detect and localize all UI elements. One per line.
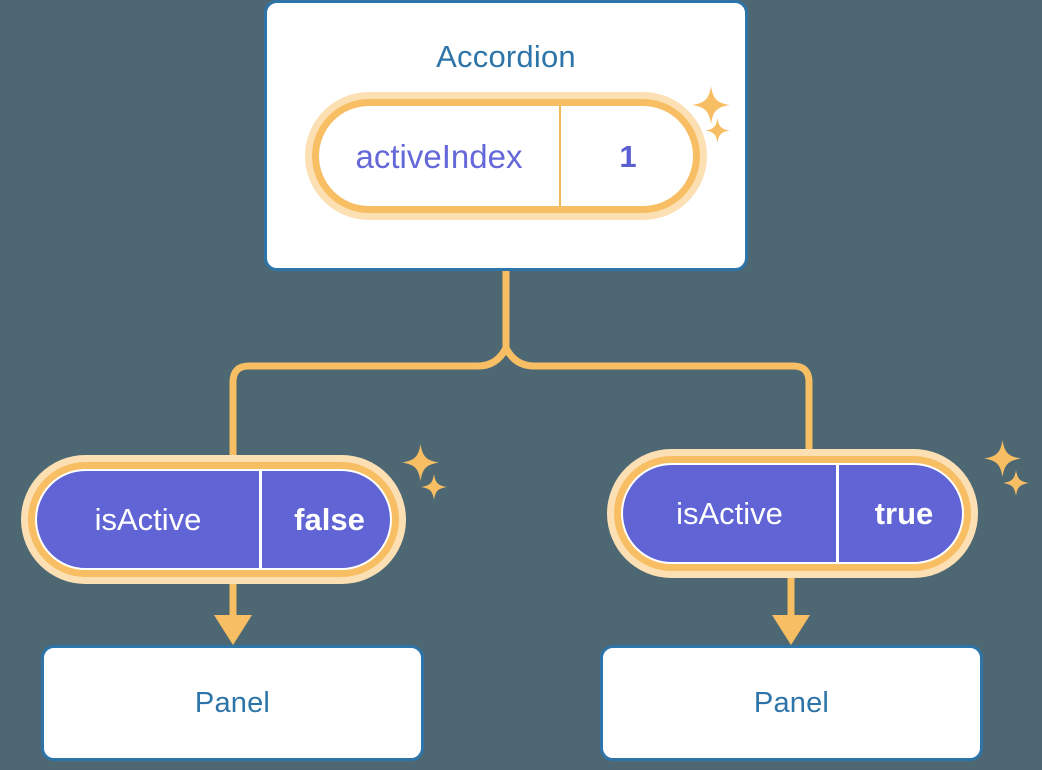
prop-badge-key-right: isActive: [676, 496, 783, 531]
state-badge-key: activeIndex: [355, 137, 523, 175]
prop-badge-isactive-left[interactable]: isActive false: [21, 455, 406, 584]
prop-badge-value-right: true: [836, 465, 962, 562]
panel-card-right: Panel: [600, 645, 983, 761]
state-badge-ring: activeIndex 1: [312, 99, 700, 213]
panel-card-right-title: Panel: [753, 686, 830, 719]
prop-badge-value-left: false: [259, 471, 390, 568]
arrow-down-icon-right: [772, 578, 810, 645]
panel-card-left: Panel: [41, 645, 424, 761]
panel-card-left-title: Panel: [194, 686, 271, 719]
prop-badge-ring-left: isActive false: [28, 462, 399, 577]
prop-badge-body-left: isActive false: [35, 469, 392, 570]
prop-badge-key-left: isActive: [94, 502, 202, 537]
prop-badge-body-right: isActive true: [621, 463, 964, 564]
sparkle-four-point-icon: [402, 444, 439, 481]
sparkle-four-point-small-icon: [421, 474, 447, 500]
accordion-card-title: Accordion: [436, 39, 576, 74]
sparkle-four-point-icon: [984, 440, 1021, 477]
prop-badge-ring-right: isActive true: [614, 456, 971, 571]
state-badge-body: activeIndex 1: [319, 106, 693, 206]
connector-branch-bus: [229, 344, 813, 469]
prop-badge-isactive-right[interactable]: isActive true: [607, 449, 978, 578]
state-badge-value: 1: [559, 106, 693, 206]
state-badge-activeindex[interactable]: activeIndex 1: [305, 92, 707, 220]
sparkle-four-point-small-icon: [1003, 470, 1029, 496]
arrow-down-icon-left: [214, 584, 252, 645]
